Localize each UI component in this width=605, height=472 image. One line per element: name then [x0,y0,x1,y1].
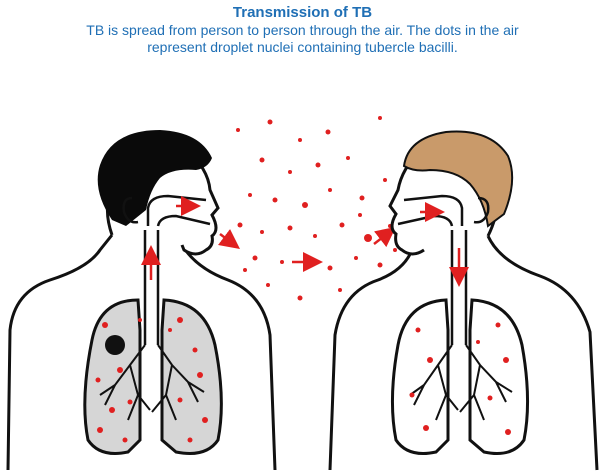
left-person [8,130,275,470]
right-person [330,132,597,471]
left-lung-left [85,300,140,454]
left-airflow-arrow-mouth [220,234,236,246]
left-lung-right [162,300,221,454]
airborne-droplet-nuclei [236,116,397,301]
left-trachea [145,230,158,345]
right-trachea [452,230,466,345]
transmission-arrow-right [374,230,392,244]
left-lung-cavity [105,335,125,355]
right-lung-left [392,300,448,454]
